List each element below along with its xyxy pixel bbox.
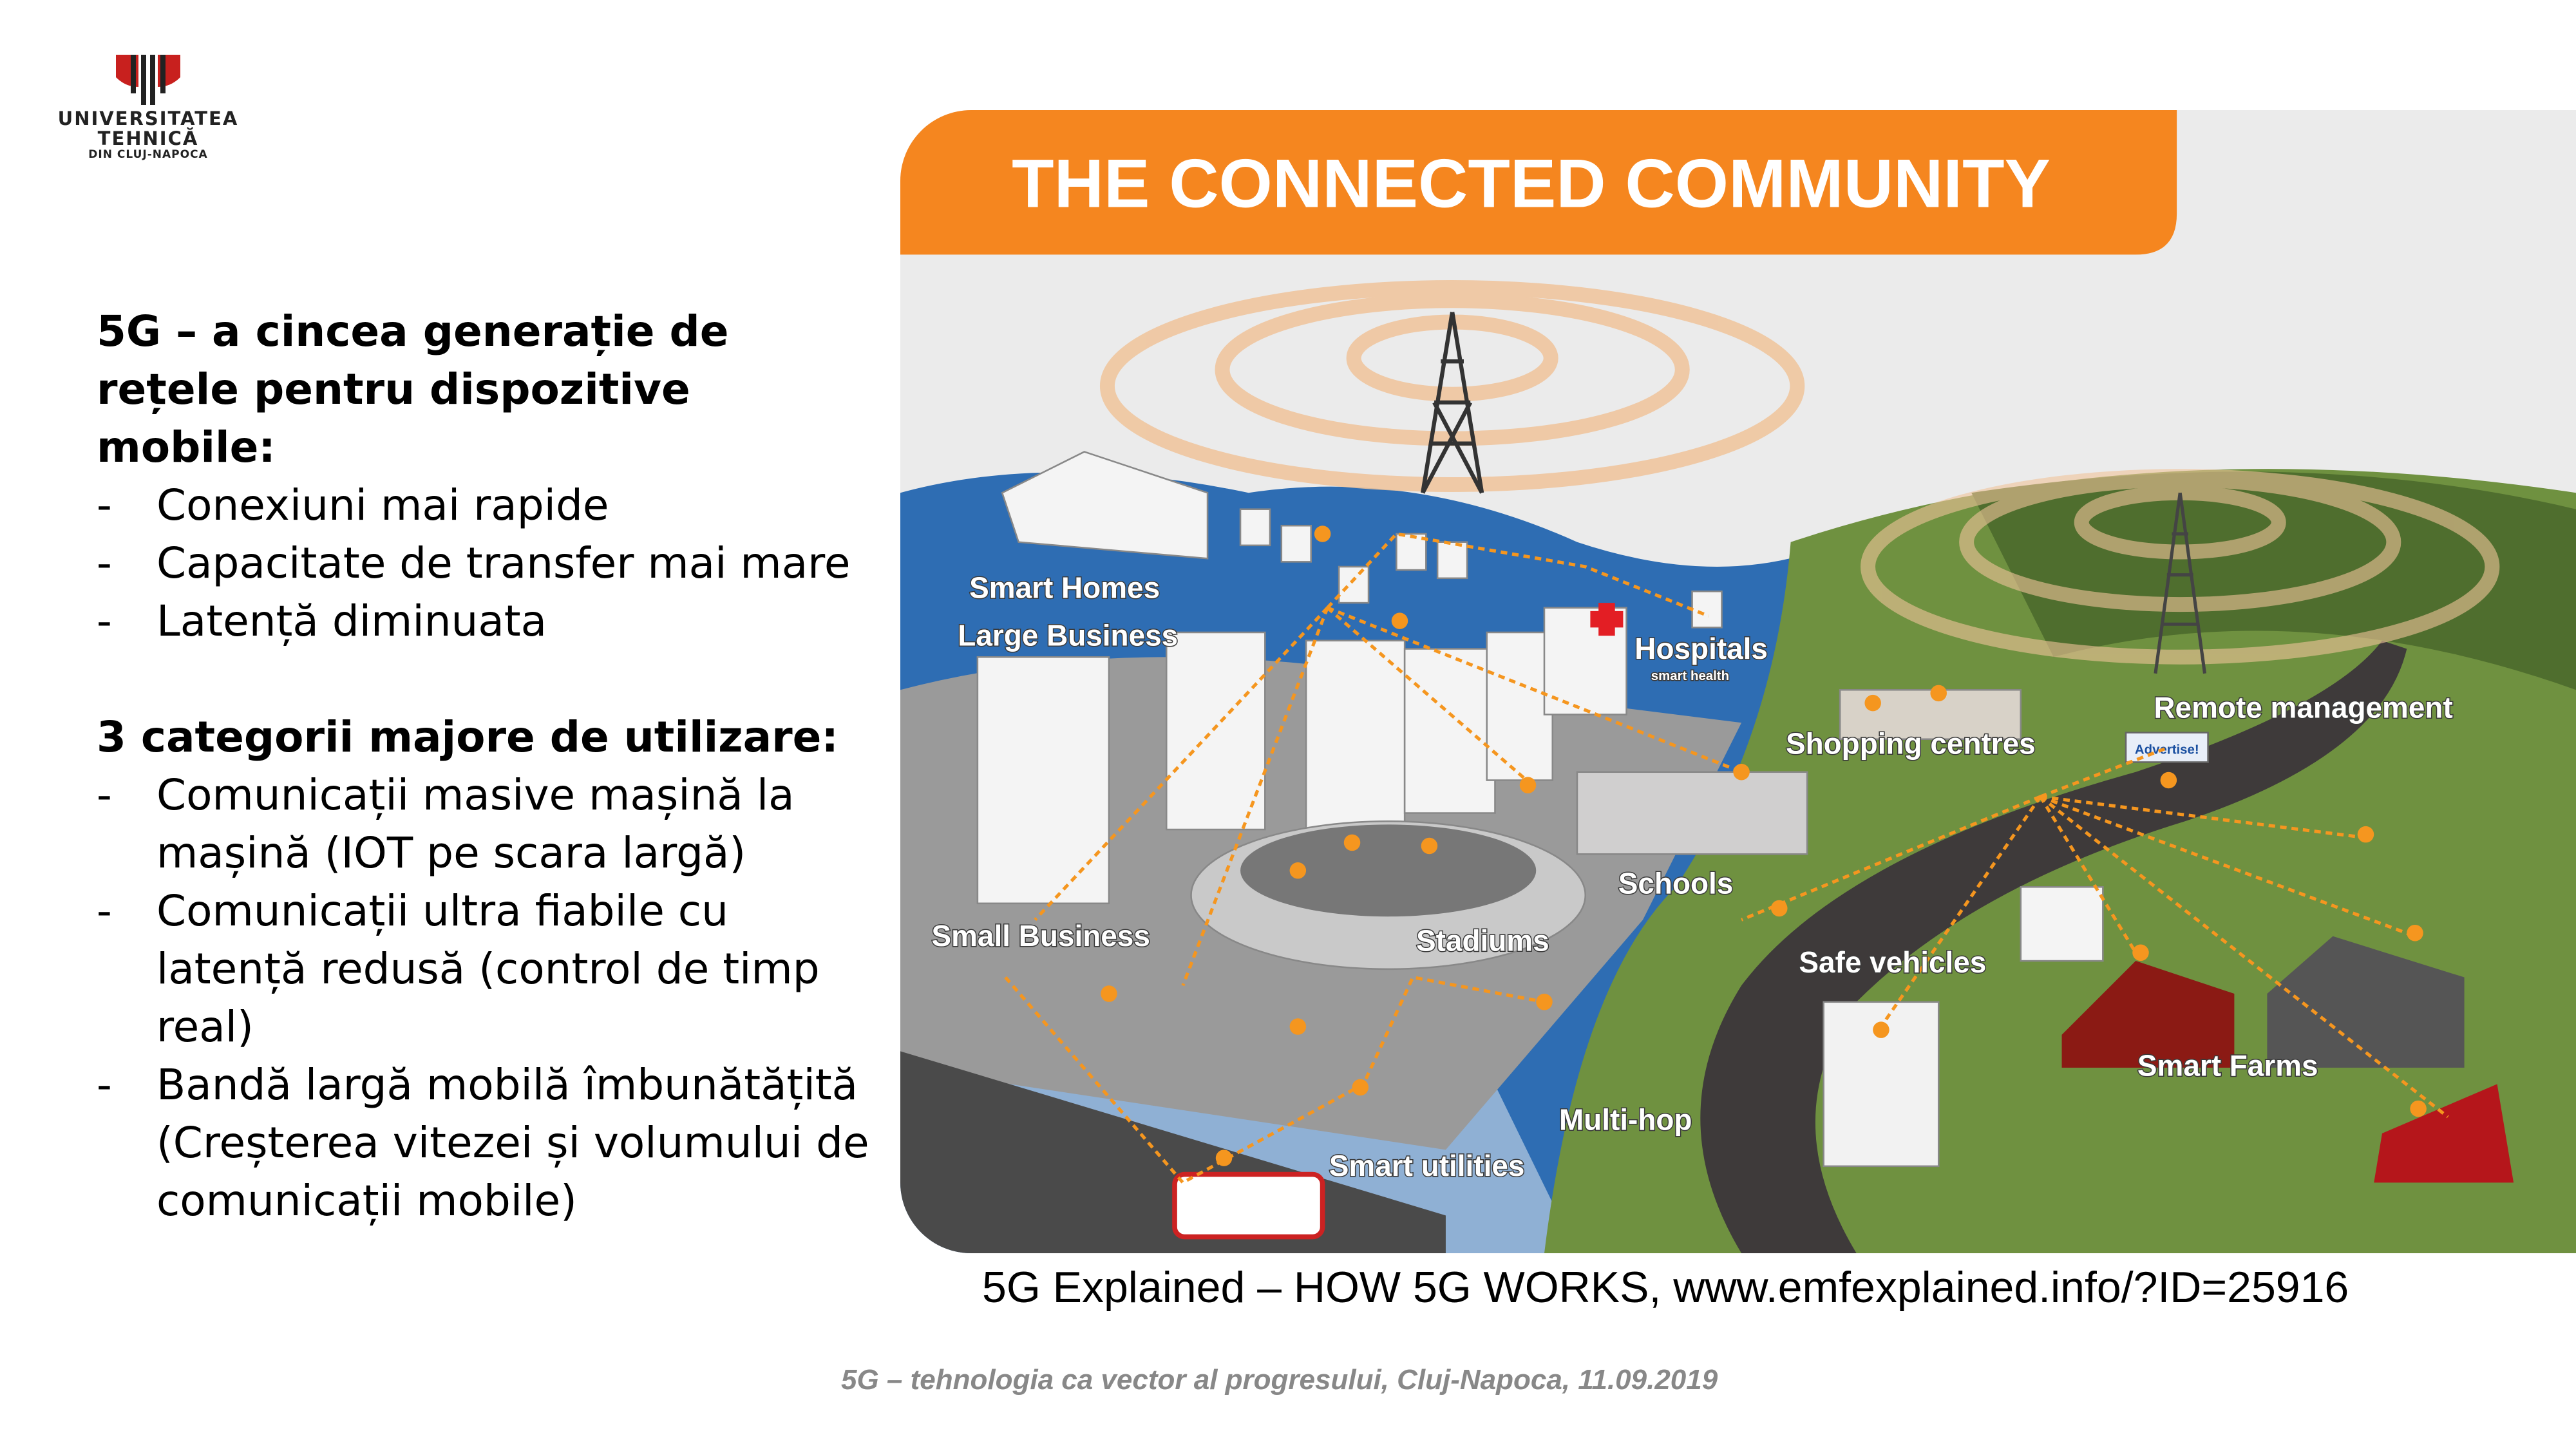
label-smart-homes: Smart Homes	[969, 571, 1160, 604]
list-item-text: Comunicații ultra fiabile cu latență red…	[156, 886, 820, 1052]
label-large-business: Large Business	[958, 618, 1178, 652]
list-item: -Capacitate de transfer mai mare	[97, 535, 869, 592]
list-item: -Comunicații masive mașină la mașină (IO…	[97, 766, 869, 882]
list-item-text: Conexiuni mai rapide	[156, 480, 609, 530]
curved-road	[1700, 640, 2407, 1253]
bullet: -	[97, 1060, 112, 1110]
bullet: -	[97, 886, 112, 936]
label-schools: Schools	[1618, 866, 1734, 900]
city-buildings	[976, 451, 2104, 962]
list-item: -Latență diminuata	[97, 592, 869, 650]
list-item: -Bandă largă mobilă îmbunătățită (Crește…	[97, 1056, 869, 1230]
cell-tower-icon	[2154, 492, 2207, 674]
list-item: -Conexiuni mai rapide	[97, 477, 869, 535]
title-banner	[900, 110, 2177, 255]
label-hospitals: Hospitals	[1634, 632, 1768, 665]
image-caption: 5G Explained – HOW 5G WORKS, www.emfexpl…	[982, 1263, 2349, 1312]
label-stadiums: Stadiums	[1416, 924, 1549, 958]
connected-community-illustration: Advertise! THE CONNECTED COMMUNITY Smart…	[900, 110, 2576, 1253]
illustration-title: THE CONNECTED COMMUNITY	[1012, 144, 2050, 222]
combine-harvester	[2374, 1084, 2514, 1183]
slide-text: 5G – a cincea generație de rețele pentru…	[97, 303, 869, 1230]
bullet: -	[97, 596, 112, 646]
hospital-cross-icon	[1590, 603, 1624, 636]
label-remote-management: Remote management	[2154, 691, 2452, 724]
network-nodes	[1101, 526, 2427, 1166]
logo-line-1: UNIVERSITATEA	[57, 108, 239, 129]
farm-house	[2267, 936, 2465, 1068]
label-shopping-centres: Shopping centres	[1786, 727, 2036, 761]
bullet: -	[97, 538, 112, 588]
university-logo: UNIVERSITATEA TEHNICĂ DIN CLUJ-NAPOCA	[52, 52, 245, 161]
logo-line-2: TEHNICĂ	[97, 128, 199, 149]
label-small-business: Small Business	[931, 919, 1150, 952]
bullet: -	[97, 770, 112, 820]
label-multi-hop: Multi-hop	[1559, 1103, 1692, 1137]
illustration-canvas: Advertise! THE CONNECTED COMMUNITY Smart…	[900, 110, 2576, 1253]
bullet: -	[97, 480, 112, 530]
label-smart-farms: Smart Farms	[2137, 1049, 2318, 1083]
heading-categories: 3 categorii majore de utilizare:	[97, 712, 838, 762]
list-item: -Comunicații ultra fiabile cu latență re…	[97, 882, 869, 1056]
farm-barn	[2061, 961, 2235, 1068]
list-item-text: Comunicații masive mașină la mașină (IOT…	[156, 770, 795, 878]
label-safe-vehicles: Safe vehicles	[1799, 945, 1986, 979]
ambulance	[1172, 1171, 1325, 1240]
slide-footer: 5G – tehnologia ca vector al progresului…	[841, 1364, 1718, 1396]
advertise-sign-text: Advertise!	[2135, 743, 2199, 757]
list-item-text: Bandă largă mobilă îmbunătățită (Creșter…	[156, 1060, 869, 1226]
label-smart-health: smart health	[1651, 669, 1729, 683]
logo-line-3: DIN CLUJ-NAPOCA	[88, 148, 208, 161]
list-item-text: Latență diminuata	[156, 596, 547, 646]
label-smart-utilities: Smart utilities	[1329, 1149, 1525, 1182]
logo-emblem-icon	[116, 55, 180, 105]
list-item-text: Capacitate de transfer mai mare	[156, 538, 851, 588]
heading-5g: 5G – a cincea generație de rețele pentru…	[97, 307, 729, 472]
school	[1576, 771, 1808, 855]
cell-tower-icon	[1421, 312, 1484, 494]
